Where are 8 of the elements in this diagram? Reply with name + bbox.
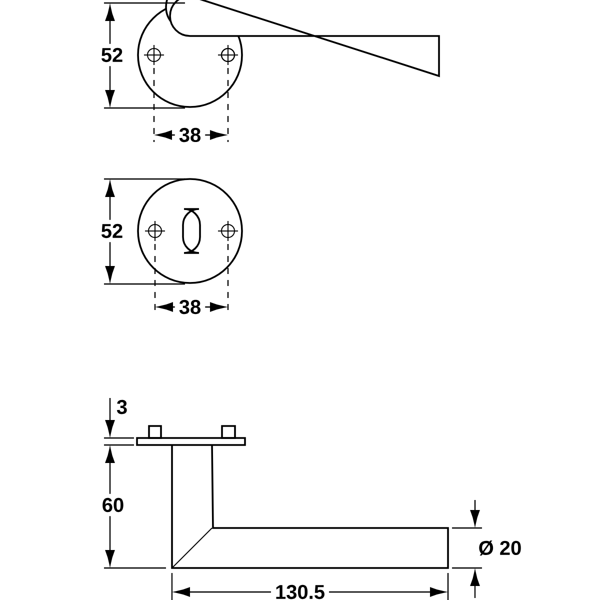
dimension-label: 52 [96, 44, 128, 66]
dimension-label: 130.5 [270, 580, 330, 600]
dimension-label: 60 [98, 494, 128, 516]
dimension-label: Ø 20 [474, 536, 526, 560]
dimension-label: 38 [174, 124, 206, 146]
dimension-label: 52 [96, 220, 128, 242]
dimension-label: 3 [112, 396, 132, 418]
dimension-label: 38 [174, 296, 206, 318]
